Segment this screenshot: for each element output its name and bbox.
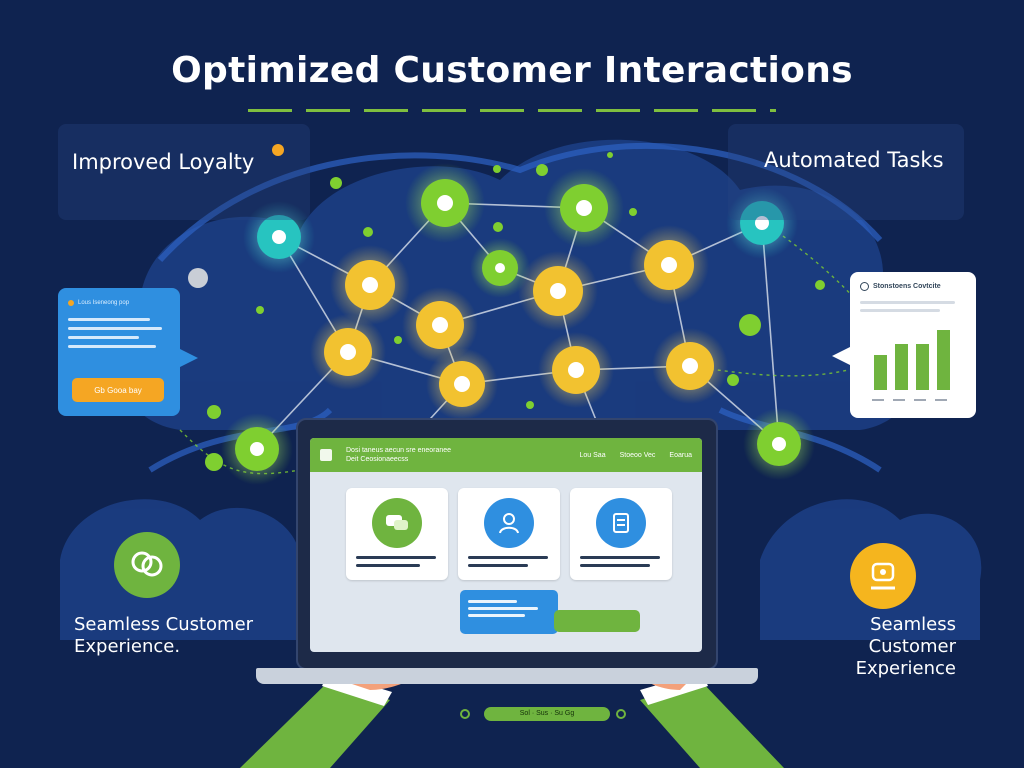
chat-bubble-card: Lous Iseneong pop Gb Gooa bay <box>58 288 198 416</box>
report-bar-labels <box>872 399 947 401</box>
footer-ring-icon <box>460 709 470 719</box>
screen-logo-icon <box>320 449 332 461</box>
card-text-line <box>356 564 420 567</box>
report-text-line <box>860 309 940 312</box>
card-text-line <box>580 556 660 559</box>
report-bar <box>937 330 950 390</box>
report-bar <box>916 344 929 390</box>
report-card-title: Stonstoens Covtcite <box>873 283 941 290</box>
orange-dot-icon <box>272 144 284 156</box>
chat-bubble-header: Lous Iseneong pop <box>68 300 170 306</box>
chat-card-circle <box>372 498 422 548</box>
report-text-line <box>860 301 956 304</box>
screen-nav: Lou Saa Stoeoo Vec Eoarua <box>580 452 692 459</box>
report-card: Stonstoens Covtcite <box>832 272 976 418</box>
toast-text-line <box>468 614 526 617</box>
label-seamless-left-line2: Experience. <box>74 636 181 657</box>
report-bar <box>895 344 908 390</box>
support-agent-icon <box>871 562 895 590</box>
screen-notification-green[interactable] <box>554 610 640 632</box>
label-automated-tasks: Automated Tasks <box>764 148 944 172</box>
screen-header-line1: Dosi taneus aecun sre eneoranee <box>346 447 452 454</box>
screen-header-bar: Dosi taneus aecun sre eneoranee Deit Ceo… <box>310 438 702 472</box>
chat-status-dot-icon <box>68 300 74 306</box>
title-underline <box>248 109 776 112</box>
chat-text-line <box>68 327 162 330</box>
report-bar-chart <box>874 326 950 390</box>
document-icon <box>613 513 629 533</box>
chat-people-icon <box>131 551 163 577</box>
label-seamless-left-line1a: Seamless <box>74 614 166 635</box>
screen-header-line2: Deit Ceosionaeecss <box>346 456 409 463</box>
laptop-base <box>256 668 758 684</box>
support-card-circle <box>484 498 534 548</box>
label-seamless-right-line1: Seamless Customer <box>868 614 956 657</box>
card-text-line <box>356 556 436 559</box>
report-bar <box>874 355 887 390</box>
label-seamless-left: Seamless Customer Experience. <box>74 614 253 658</box>
screen-cards-row <box>346 488 672 580</box>
card-text-line <box>468 556 548 559</box>
screen-notification-blue[interactable] <box>460 590 558 634</box>
scatter-dots <box>205 152 825 471</box>
report-logo-icon <box>860 282 869 291</box>
footer-ring-icon <box>616 709 626 719</box>
toast-text-line <box>468 607 538 610</box>
network-nodes <box>188 179 801 471</box>
label-seamless-left-line1b: Customer <box>165 614 254 635</box>
laptop-screen: Dosi taneus aecun sre eneoranee Deit Ceo… <box>310 438 702 652</box>
screen-nav-item[interactable]: Stoeoo Vec <box>619 451 656 459</box>
screen-card-support[interactable] <box>458 488 560 580</box>
documents-card-circle <box>596 498 646 548</box>
card-text-line <box>468 564 528 567</box>
screen-nav-item[interactable]: Eoarua <box>669 451 692 459</box>
chat-text-line <box>68 345 156 348</box>
chat-action-button[interactable]: Gb Gooa bay <box>72 378 164 402</box>
label-seamless-right-line2: Experience <box>855 658 956 679</box>
screen-nav-item[interactable]: Lou Saa <box>579 451 606 459</box>
chat-people-badge <box>114 532 180 598</box>
chat-bubbles-icon <box>386 515 408 530</box>
screen-card-chat[interactable] <box>346 488 448 580</box>
chat-text-line <box>68 318 150 321</box>
support-badge <box>850 543 916 609</box>
card-improved-loyalty <box>58 124 310 220</box>
label-improved-loyalty: Improved Loyalty <box>72 150 255 174</box>
page-title: Optimized Customer Interactions <box>171 50 853 91</box>
report-card-header: Stonstoens Covtcite <box>860 282 966 291</box>
chat-text-line <box>68 336 140 339</box>
card-text-line <box>580 564 650 567</box>
footer-bar: Sol · Sus · Su Gg <box>484 707 610 721</box>
screen-card-documents[interactable] <box>570 488 672 580</box>
label-seamless-right: Seamless Customer Experience <box>800 614 956 680</box>
chat-bubble-header-text: Lous Iseneong pop <box>78 300 130 306</box>
card-automated-tasks <box>728 124 964 220</box>
toast-text-line <box>468 600 518 603</box>
support-person-icon <box>499 513 519 534</box>
